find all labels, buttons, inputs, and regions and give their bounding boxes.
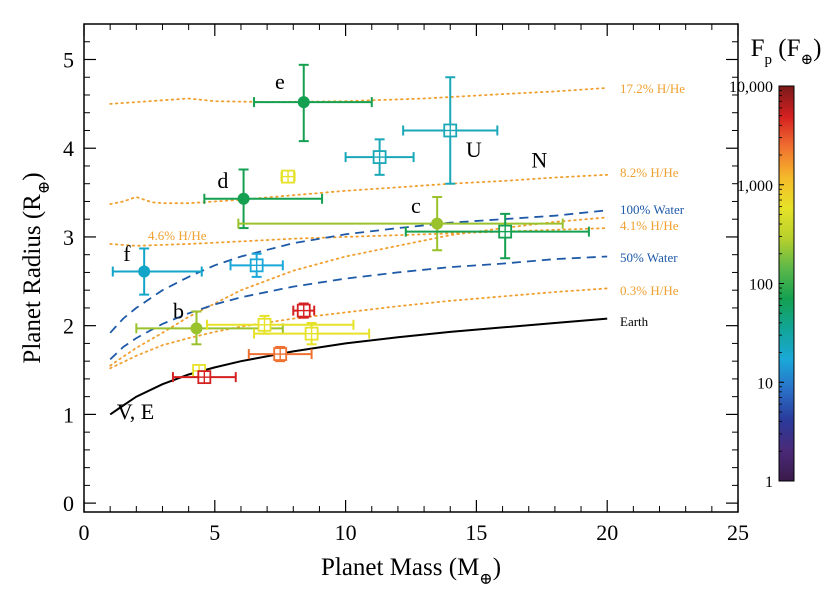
point-13 — [247, 345, 313, 363]
planet-label-2: c — [411, 193, 421, 218]
planet-label-5: U — [466, 137, 482, 162]
x-axis-label-close: ) — [493, 554, 501, 581]
ytick-label-4: 4 — [63, 136, 74, 161]
planet-label-6: N — [531, 148, 547, 173]
marker-circle-2 — [431, 217, 444, 230]
planet-label-1: d — [217, 168, 228, 193]
point-12 — [253, 322, 371, 346]
point-3 — [111, 247, 203, 296]
x-axis-label-main: Planet Mass (M — [321, 554, 479, 581]
point-5 — [402, 76, 499, 185]
colorbar-label: Fp (F⊕) — [751, 35, 822, 68]
y-axis-label-main: Planet Radius (R — [19, 194, 46, 364]
curve-label-7: Earth — [620, 314, 649, 329]
curve-4 — [109, 287, 609, 370]
point-0 — [253, 63, 373, 143]
ytick-label-3: 3 — [63, 225, 74, 250]
point-2 — [237, 196, 564, 252]
curve-label-3: 4.1% H/He — [620, 218, 679, 233]
planet-label-0: e — [275, 69, 285, 94]
colorbar-label-close: ) — [813, 35, 821, 62]
xtick-label-3: 15 — [465, 520, 487, 545]
point-7 — [404, 212, 590, 260]
curve-label-4: 0.3% H/He — [620, 283, 679, 298]
planet-label-3: f — [123, 241, 131, 266]
point-11 — [205, 314, 355, 335]
colorbar-tick-label-1: 1,000 — [737, 178, 773, 195]
curve-3 — [109, 216, 609, 367]
marker-circle-0 — [297, 96, 310, 109]
y-axis-label-close: ) — [19, 172, 46, 180]
curve-5 — [109, 209, 608, 334]
data-points — [111, 63, 590, 385]
x-axis-label-sub: ⊕ — [479, 571, 492, 588]
colorbar: 10,000 1,000 100 10 1 Fp (F⊕) — [729, 35, 821, 491]
planet-label-7: V, E — [117, 399, 155, 424]
xtick-label-1: 5 — [209, 520, 220, 545]
colorbar-tick-label-3: 10 — [757, 375, 773, 392]
point-8 — [280, 169, 296, 184]
point-9 — [229, 252, 284, 278]
point-6 — [344, 138, 415, 176]
ytick-label-5: 5 — [63, 47, 74, 72]
colorbar-label-rest: (F — [772, 35, 800, 62]
marker-circle-1 — [237, 192, 250, 205]
planet-label-4: b — [173, 299, 184, 324]
xtick-label-5: 25 — [727, 520, 749, 545]
colorbar-label-sub: p — [765, 52, 773, 68]
point-10 — [292, 302, 316, 319]
point-1 — [203, 168, 324, 230]
colorbar-tick-label-2: 100 — [749, 277, 773, 294]
curve-label-2: 4.6% H/He — [148, 228, 207, 243]
y-axis-label: Planet Radius (R⊕) — [19, 172, 53, 363]
ytick-label-2: 2 — [63, 314, 74, 339]
xtick-label-0: 0 — [79, 520, 90, 545]
xtick-label-4: 20 — [596, 520, 618, 545]
colorbar-tick-label-0: 10,000 — [729, 79, 773, 96]
curve-7 — [109, 317, 608, 416]
ytick-label-0: 0 — [63, 491, 74, 516]
xtick-label-2: 10 — [335, 520, 357, 545]
colorbar-tick-label-4: 1 — [765, 474, 773, 491]
y-axis-label-sub: ⊕ — [36, 181, 53, 194]
curve-label-5: 100% Water — [620, 202, 685, 217]
point-15 — [171, 370, 237, 385]
plot-frame — [83, 23, 739, 513]
planet-labels: e d c f b U N V, E — [117, 69, 548, 424]
curve-1 — [109, 173, 609, 205]
colorbar-label-sub2: ⊕ — [800, 52, 813, 68]
ytick-label-1: 1 — [63, 402, 74, 427]
x-axis-label: Planet Mass (M⊕) — [321, 554, 501, 588]
model-curves: 17.2% H/He 8.2% H/He 4.6% H/He 4.1% H/He 0.3… — [109, 81, 685, 416]
marker-circle-3 — [138, 265, 151, 278]
curve-label-6: 50% Water — [620, 250, 678, 265]
curve-label-1: 8.2% H/He — [620, 165, 679, 180]
curve-6 — [109, 255, 608, 361]
colorbar-label-main: F — [751, 35, 765, 62]
curve-label-0: 17.2% H/He — [620, 81, 685, 96]
marker-circle-4 — [190, 322, 203, 335]
